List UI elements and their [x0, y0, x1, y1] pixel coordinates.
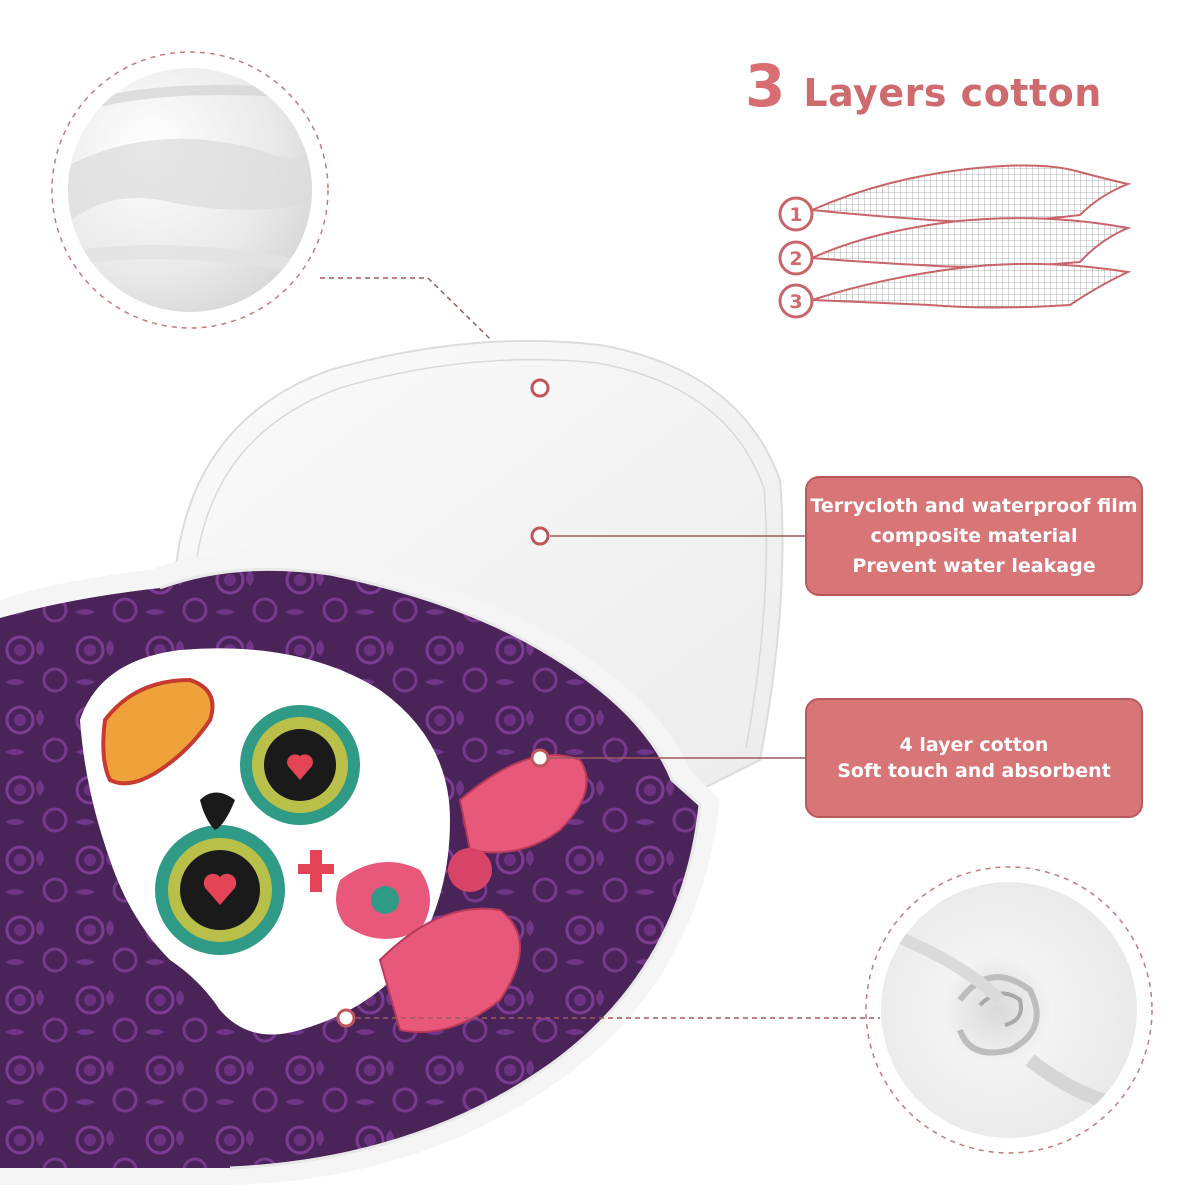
connector-line-top — [320, 277, 541, 389]
callout-terrycloth-line-3: Prevent water leakage — [852, 555, 1096, 577]
layer-badge-2-label: 2 — [789, 248, 802, 270]
layer-badge-1: 1 — [778, 196, 814, 232]
callout-terrycloth-line-1: Terrycloth and waterproof film — [810, 495, 1138, 517]
marker-dot-bottom — [336, 1008, 356, 1028]
layer-badge-3: 3 — [778, 283, 814, 319]
callout-cotton-line-2: Soft touch and absorbent — [837, 760, 1111, 782]
callout-cotton: 4 layer cotton Soft touch and absorbent — [805, 698, 1143, 818]
marker-dot-top — [530, 378, 550, 398]
sugar-skull-print — [80, 648, 450, 1035]
terrycloth-closeup — [51, 51, 329, 329]
callout-terrycloth-line-2: composite material — [870, 525, 1078, 547]
page-title: 3 Layers cotton — [745, 52, 1102, 122]
layers-diagram — [808, 164, 1132, 309]
layer-badge-3-label: 3 — [789, 291, 802, 313]
layer-badge-1-label: 1 — [789, 204, 802, 226]
title-number: 3 — [745, 52, 786, 120]
callout-cotton-line-1: 4 layer cotton — [899, 734, 1049, 756]
marker-dot-lower — [530, 748, 550, 768]
burp-cloth-front — [0, 550, 720, 1185]
marker-dot-middle — [530, 526, 550, 546]
callout-terrycloth: Terrycloth and waterproof film composite… — [805, 476, 1143, 596]
layer-badge-2: 2 — [778, 240, 814, 276]
pink-bow — [378, 754, 588, 1033]
muslin-closeup — [865, 866, 1153, 1154]
title-text: Layers cotton — [803, 71, 1102, 115]
